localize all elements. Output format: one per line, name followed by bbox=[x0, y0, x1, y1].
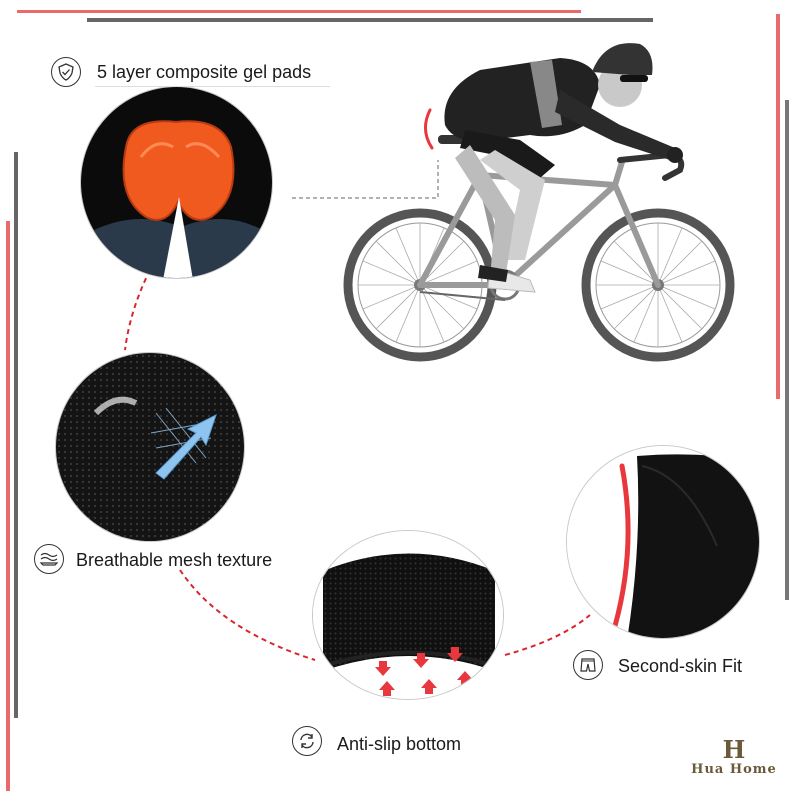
mesh-fabric-photo bbox=[55, 352, 245, 542]
brand-name: Hua Home bbox=[691, 762, 777, 777]
top-red-bar bbox=[17, 10, 581, 13]
right-gray-bar bbox=[785, 100, 789, 600]
right-red-bar bbox=[776, 14, 780, 399]
left-red-bar bbox=[6, 221, 10, 791]
feature-label-anti-slip: Anti-slip bottom bbox=[337, 734, 462, 754]
anti-slip-photo bbox=[312, 530, 504, 700]
shorts-icon bbox=[573, 650, 603, 680]
brand-logo: H Hua Home bbox=[688, 738, 780, 782]
rider bbox=[444, 43, 683, 293]
label-underline-gel-pads bbox=[95, 86, 330, 87]
left-gray-bar bbox=[14, 152, 18, 718]
feature-label-gel-pads: 5 layer composite gel pads bbox=[97, 62, 312, 82]
highlight-mark bbox=[424, 108, 434, 150]
refresh-arrows-icon bbox=[292, 726, 322, 756]
feature-label-mesh: Breathable mesh texture bbox=[76, 550, 273, 570]
wave-layers-icon bbox=[34, 544, 64, 574]
shield-check-icon bbox=[51, 57, 81, 87]
top-gray-bar bbox=[87, 18, 653, 22]
gel-pad-photo bbox=[80, 86, 273, 279]
feature-label-second-skin: Second-skin Fit bbox=[618, 656, 743, 676]
brand-mark: H bbox=[722, 735, 746, 764]
second-skin-photo bbox=[566, 445, 760, 639]
cyclist-illustration bbox=[343, 43, 735, 362]
